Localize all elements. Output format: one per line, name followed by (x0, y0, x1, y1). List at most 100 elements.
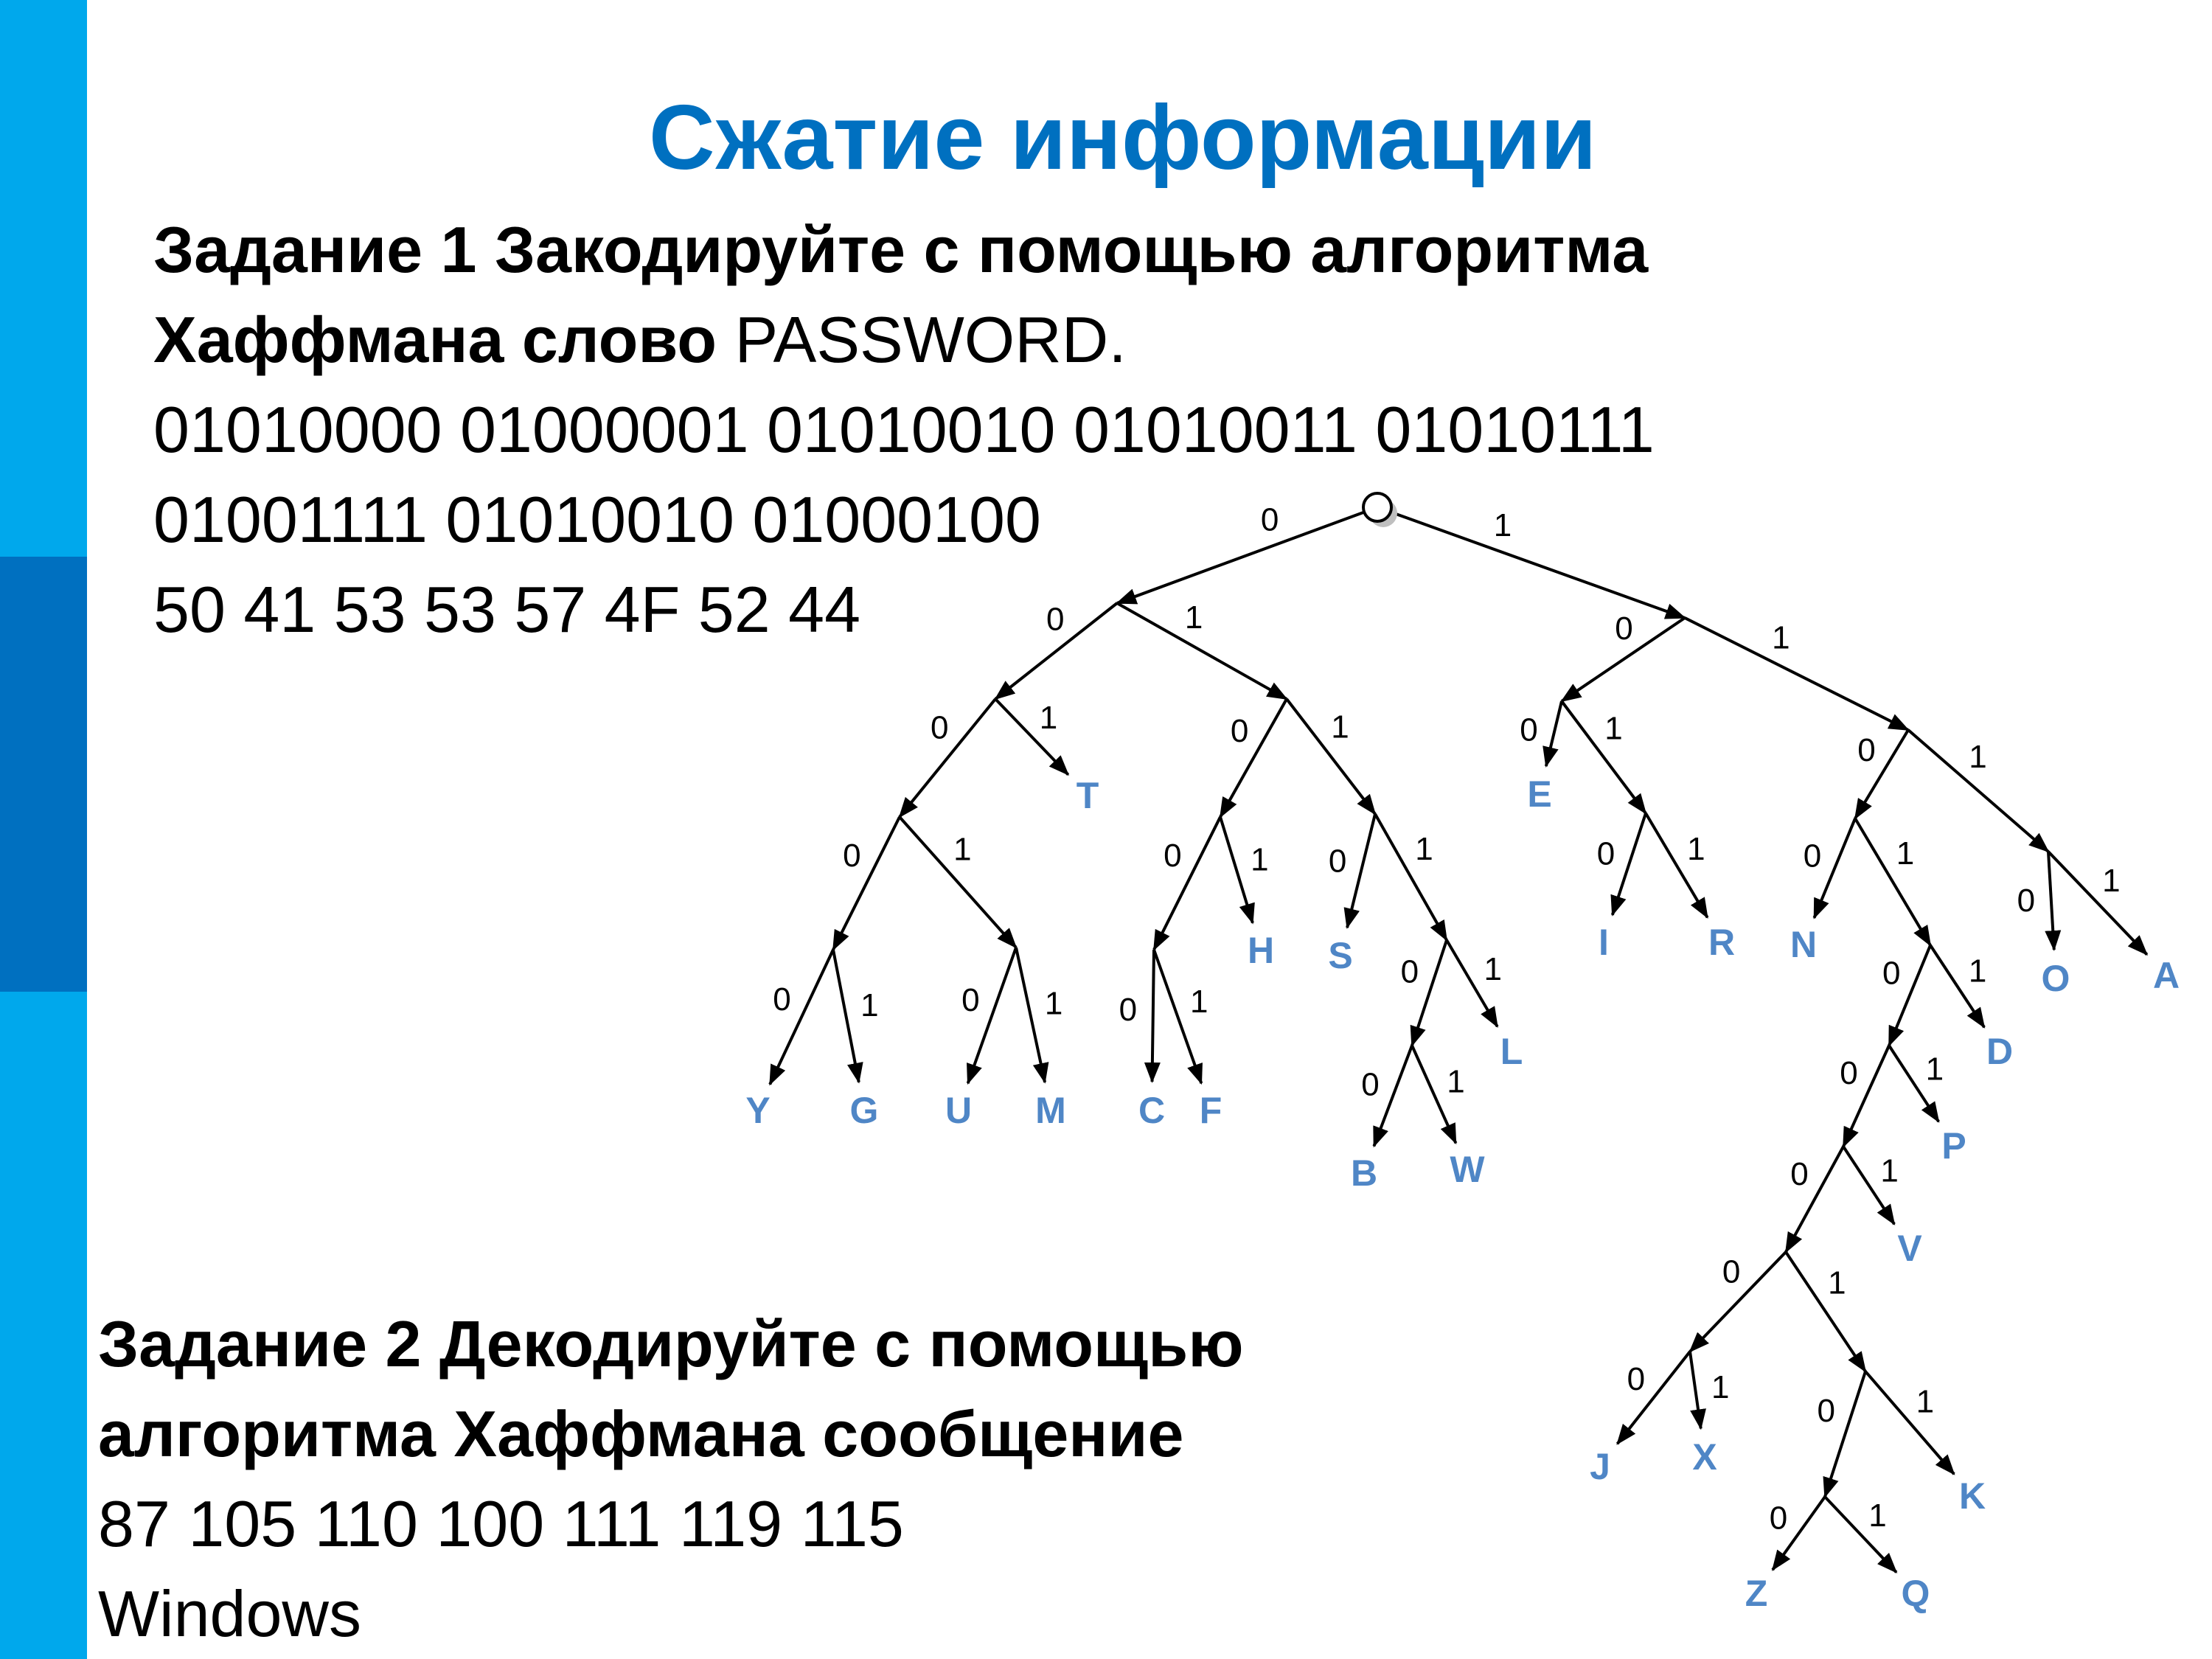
tree-edge (1888, 1044, 1940, 1123)
tree-edge (1374, 813, 1448, 942)
edge-bit-label: 0 (1597, 836, 1615, 872)
edge-bit-label: 0 (1520, 712, 1537, 748)
leaf-letter-z: Z (1745, 1573, 1768, 1614)
tree-edge (1688, 1251, 1787, 1353)
tree-edge (966, 947, 1018, 1085)
edge-bit-label: 1 (1190, 984, 1208, 1020)
edge-bit-label: 0 (1401, 954, 1419, 990)
tree-edge (898, 815, 1018, 949)
tree-edge (994, 698, 1070, 776)
leaf-letter-j: J (1590, 1446, 1610, 1487)
tree-edge (1410, 939, 1448, 1047)
edge-bit-label: 0 (1790, 1156, 1808, 1192)
slide-title: Сжатие информации (649, 87, 1597, 189)
edge-bit-label: 0 (1804, 838, 1821, 874)
tree-edge (1823, 1495, 1898, 1573)
edge-bit-label: 0 (1119, 992, 1137, 1028)
tree-edge (1285, 698, 1377, 815)
tree-edge (1842, 1045, 1891, 1148)
leaf-letter-y: Y (745, 1090, 770, 1131)
leaf-letter-x: X (1692, 1436, 1717, 1478)
leaf-letter-c: C (1138, 1090, 1165, 1131)
edge-bit-label: 0 (1818, 1393, 1835, 1429)
task-1-hex-line: 50 41 53 53 57 4F 52 44 (153, 573, 861, 646)
tree-edge (1854, 817, 1932, 947)
edge-bit-label: 0 (1361, 1066, 1379, 1102)
edge-bit-label: 1 (1045, 985, 1062, 1021)
task-2-answer: Windows (98, 1577, 361, 1650)
task-2-heading-line-1: Задание 2 Декодируйте с помощью (98, 1307, 1244, 1380)
leaf-letter-v: V (1897, 1228, 1922, 1269)
edge-bit-label: 1 (1687, 831, 1705, 867)
leaf-letter-k: K (1959, 1475, 1986, 1517)
leaf-letter-h: H (1248, 930, 1274, 971)
leaf-letter-g: G (850, 1090, 879, 1131)
tree-edge (768, 949, 835, 1086)
side-band-top (0, 0, 87, 557)
edge-bit-label: 1 (1040, 700, 1057, 736)
leaf-letter-w: W (1450, 1149, 1485, 1190)
tree-edge (1615, 1350, 1691, 1445)
tree-edge (1372, 1045, 1413, 1148)
tree-edge (1015, 947, 1049, 1084)
tree-edge (994, 602, 1119, 700)
edge-bit-label: 1 (1604, 710, 1622, 746)
tree-edge (1842, 1145, 1896, 1225)
task-1-binary-line-1: 01010000 01000001 01010010 01010011 0101… (153, 393, 1655, 466)
tree-edge (1560, 700, 1647, 815)
task-2: Задание 2 Декодируйте с помощью алгоритм… (98, 1299, 1244, 1659)
edge-bit-label: 1 (1251, 841, 1268, 877)
edge-bit-label: 1 (1484, 951, 1502, 987)
side-band-bottom (0, 992, 87, 1659)
task-2-codes: 87 105 110 100 111 119 115 (98, 1487, 904, 1560)
task-1-heading-line-2: Хаффмана слово PASSWORD. (153, 295, 1655, 385)
tree-edge (1644, 812, 1709, 919)
edge-bit-label: 0 (843, 838, 860, 874)
edge-bit-label: 1 (860, 987, 878, 1023)
tree-edge (1543, 700, 1563, 768)
tree-edge (1784, 1146, 1845, 1253)
tree-edge (1823, 1371, 1867, 1498)
task-1-binary-line-2: 01001111 01010010 01000100 (153, 483, 1041, 556)
tree-edge (1219, 816, 1255, 925)
tree-edge (832, 949, 863, 1084)
edge-bit-label: 1 (1969, 953, 1986, 990)
tree-edge (1688, 1351, 1706, 1430)
leaf-letter-t: T (1077, 775, 1099, 816)
tree-edge (832, 816, 901, 951)
edge-bit-label: 0 (1046, 602, 1064, 638)
leaf-letter-o: O (2042, 958, 2070, 999)
task-1-word: PASSWORD. (717, 303, 1127, 376)
edge-bit-label: 1 (1868, 1498, 1886, 1534)
edge-bit-label: 0 (1627, 1361, 1645, 1397)
leaf-letter-i: I (1599, 922, 1609, 963)
edge-bit-label: 0 (961, 982, 979, 1018)
tree-edge (1854, 728, 1910, 820)
edge-bit-label: 0 (931, 709, 948, 745)
edge-bit-label: 0 (1231, 713, 1248, 749)
edge-bit-label: 0 (1164, 838, 1181, 874)
edge-bit-label: 0 (1770, 1500, 1787, 1537)
tree-edge (2047, 850, 2149, 956)
tree-edge (1864, 1370, 1955, 1475)
edge-bit-label: 1 (1969, 739, 1986, 775)
task-1-heading-bold: Хаффмана слово (153, 303, 717, 376)
leaf-letter-l: L (1500, 1031, 1523, 1072)
edge-bit-label: 1 (1331, 709, 1349, 745)
edge-bit-label: 1 (1447, 1064, 1464, 1100)
leaf-letter-n: N (1790, 924, 1817, 965)
edge-bit-label: 0 (1615, 611, 1632, 647)
tree-edge (1907, 728, 2050, 853)
leaf-letter-b: B (1351, 1152, 1377, 1194)
edge-bit-label: 1 (953, 832, 971, 868)
side-band-middle (0, 557, 87, 992)
leaf-letter-m: M (1035, 1090, 1066, 1131)
edge-bit-label: 0 (2017, 883, 2035, 919)
tree-edge (1610, 813, 1647, 917)
edge-bit-label: 1 (1185, 599, 1203, 636)
tree-edge (1771, 1495, 1826, 1571)
tree-edge (1152, 816, 1222, 951)
edge-bit-label: 1 (1711, 1369, 1729, 1405)
leaf-letter-q: Q (1902, 1573, 1930, 1614)
tree-edge (1684, 616, 1910, 731)
